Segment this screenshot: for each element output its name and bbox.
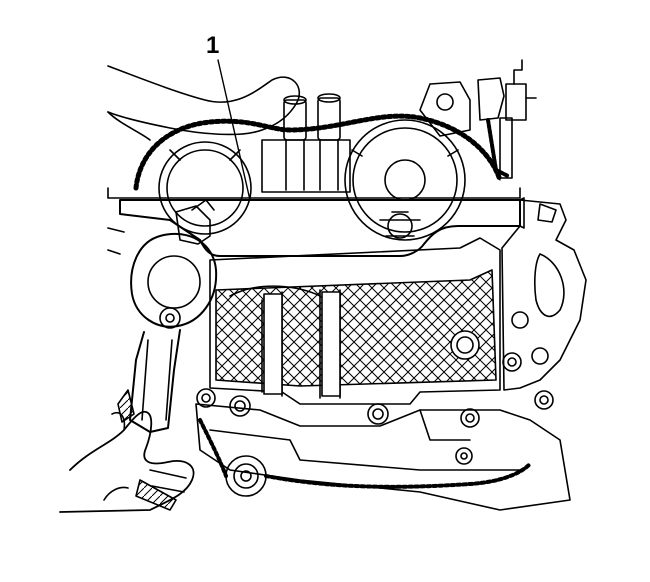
callout-label-1: 1: [206, 32, 220, 59]
left-cam-sprocket: [158, 141, 252, 235]
camshaft-locking-tool: [107, 187, 525, 257]
lower-timing-chain: [198, 418, 532, 489]
cam-followers: [261, 93, 351, 193]
lower-hand: [59, 410, 195, 513]
right-cam-sprocket: [344, 119, 466, 241]
top-right-fittings: [419, 59, 537, 179]
crank-sprocket: [225, 455, 267, 497]
engine-block: [209, 237, 501, 405]
lower-timing-cover: [195, 403, 571, 511]
right-housing: [501, 199, 587, 391]
callout-1-leader: [217, 59, 251, 201]
ratchet-wrench: [129, 199, 218, 433]
block-bolts: [196, 352, 554, 465]
